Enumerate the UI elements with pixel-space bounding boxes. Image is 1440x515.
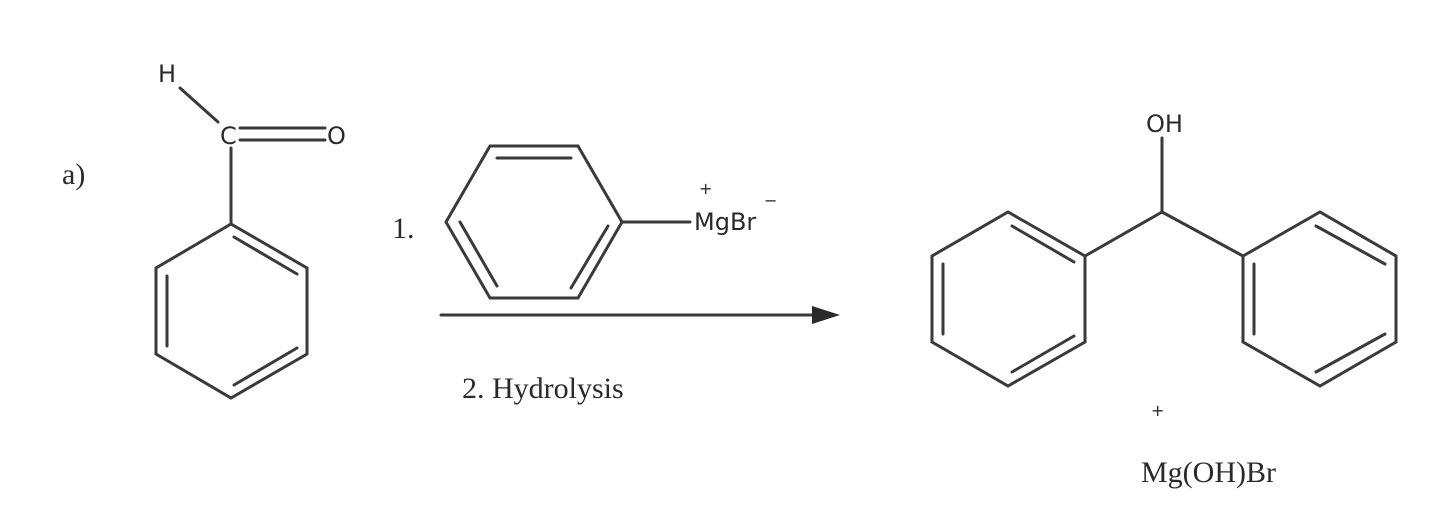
anion-charge: − bbox=[764, 191, 777, 210]
carbonyl-carbon-label: C bbox=[220, 122, 237, 150]
right-phenyl-bond bbox=[1160, 210, 1245, 258]
step-1-label: 1. bbox=[392, 212, 415, 245]
magnesium-bromide-label: MgBr bbox=[694, 208, 756, 236]
cation-charge: + bbox=[699, 179, 712, 198]
carbonyl-oxygen-label: O bbox=[327, 122, 346, 150]
byproduct-label: Mg(OH)Br bbox=[1141, 456, 1276, 489]
step-2-label: 2. Hydrolysis bbox=[462, 372, 624, 405]
reagent-ring-inner-bond-3 bbox=[458, 220, 499, 288]
left-phenyl-bond bbox=[1083, 210, 1164, 258]
reactant-ring-inner-bond-2 bbox=[232, 346, 299, 387]
product-diphenylmethanol: OH bbox=[930, 110, 1398, 388]
left-ring-inner-bond-3 bbox=[1010, 334, 1076, 374]
product-left-benzene-ring bbox=[930, 210, 1087, 388]
reagent-phenylmagnesium-bromide: 1. + MgBr − bbox=[392, 144, 777, 300]
left-ring-inner-bond-1 bbox=[1010, 224, 1076, 264]
hydrogen-atom-label: H bbox=[158, 60, 176, 88]
c-h-bond bbox=[178, 86, 220, 124]
reagent-ring-inner-bond-2 bbox=[569, 224, 610, 290]
right-ring-inner-bond-2 bbox=[1314, 332, 1387, 374]
arrow-head bbox=[812, 306, 840, 324]
hydroxyl-label: OH bbox=[1146, 110, 1183, 138]
right-ring-inner-bond-1 bbox=[1314, 224, 1387, 266]
reactant-ring-inner-bond-1 bbox=[232, 235, 299, 276]
reaction-arrow bbox=[439, 306, 840, 324]
plus-sign: + bbox=[1151, 401, 1164, 420]
reactant-benzaldehyde: H C O bbox=[154, 60, 346, 400]
product-right-benzene-ring bbox=[1241, 210, 1398, 388]
reagent-benzene-ring bbox=[444, 144, 624, 300]
reactant-benzene-ring bbox=[154, 222, 309, 400]
part-label: a) bbox=[62, 158, 85, 191]
